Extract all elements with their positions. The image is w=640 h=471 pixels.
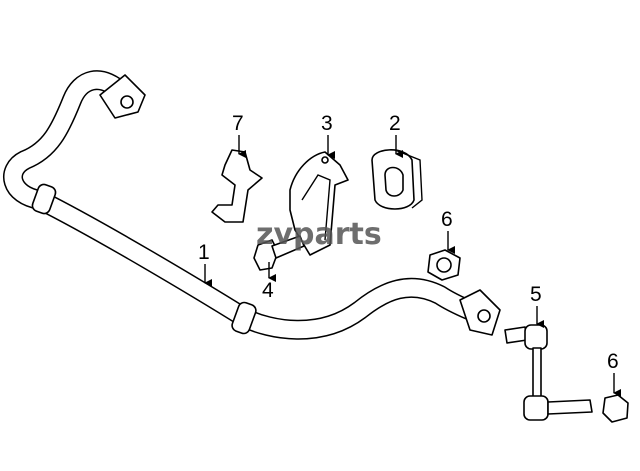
svg-text:1: 1 (198, 241, 210, 264)
callout-1: 1 (198, 241, 212, 287)
callout-6a: 6 (441, 208, 455, 254)
nut[interactable] (602, 394, 629, 423)
nut[interactable] (427, 249, 461, 281)
stabilizer-bar[interactable] (3, 70, 501, 340)
callout-7: 7 (232, 112, 246, 158)
svg-text:2: 2 (389, 112, 401, 135)
svg-text:5: 5 (530, 283, 542, 306)
svg-text:4: 4 (262, 279, 274, 302)
callout-4: 4 (262, 262, 276, 302)
svg-text:7: 7 (232, 112, 244, 135)
bushing-bracket[interactable] (289, 151, 349, 256)
svg-text:3: 3 (321, 112, 333, 135)
bracket[interactable] (211, 149, 263, 223)
callout-5: 5 (530, 283, 544, 328)
stabilizer-link[interactable] (504, 324, 593, 421)
bushing[interactable] (371, 149, 423, 210)
watermark: zvparts (256, 217, 382, 252)
callout-2: 2 (389, 112, 403, 158)
svg-text:6: 6 (441, 208, 453, 231)
svg-text:6: 6 (607, 350, 619, 373)
callout-6b: 6 (607, 350, 621, 397)
bolt[interactable] (253, 235, 305, 271)
callout-3: 3 (321, 112, 335, 159)
